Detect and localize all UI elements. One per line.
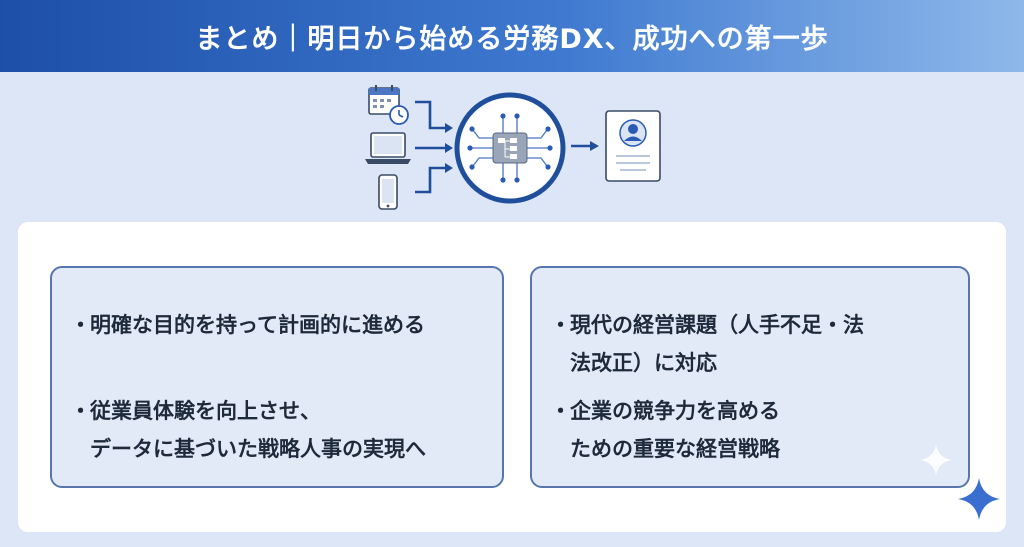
bullet-text-continued: ための重要な経営戦略 — [570, 437, 780, 461]
bullet-text: 現代の経営課題（人手不足・法 — [570, 313, 864, 337]
sparkle-icon — [920, 444, 952, 476]
bullet-dot: ・ — [70, 399, 91, 423]
bullet-text-continued: データに基づいた戦略人事の実現へ — [90, 437, 426, 461]
summary-panel: ・明確な目的を持って計画的に進める ・従業員体験を向上させ、 データに基づいた戦… — [18, 222, 1006, 532]
profile-card-icon — [605, 110, 661, 182]
bullet-text: 従業員体験を向上させ、 — [90, 399, 321, 423]
bullet-item: ・企業の競争力を高める ための重要な経営戦略 — [550, 392, 780, 468]
page-title: まとめ｜明日から始める労務DX、成功への第一歩 — [195, 23, 829, 55]
bullet-item: ・現代の経営課題（人手不足・法 法改正）に対応 — [550, 306, 864, 382]
workflow-hub-icon — [454, 92, 566, 204]
arrow-heads — [445, 123, 453, 173]
output-arrow — [571, 141, 599, 151]
bullet-item: ・明確な目的を持って計画的に進める — [70, 306, 425, 344]
bullet-dot: ・ — [550, 313, 571, 337]
bullet-text: 企業の競争力を高める — [570, 399, 780, 423]
process-diagram — [365, 85, 661, 210]
input-arrows — [415, 100, 447, 194]
calendar-icon — [368, 85, 409, 125]
laptop-icon — [365, 132, 411, 164]
smartphone-icon — [378, 174, 398, 210]
summary-card-left: ・明確な目的を持って計画的に進める ・従業員体験を向上させ、 データに基づいた戦… — [50, 266, 504, 488]
bullet-dot: ・ — [70, 313, 91, 337]
bullet-text-continued: 法改正）に対応 — [570, 351, 717, 375]
bullet-item: ・従業員体験を向上させ、 データに基づいた戦略人事の実現へ — [70, 392, 426, 468]
sparkle-icon — [958, 478, 1000, 520]
bullet-text: 明確な目的を持って計画的に進める — [90, 313, 425, 337]
bullet-dot: ・ — [550, 399, 571, 423]
header-banner: まとめ｜明日から始める労務DX、成功への第一歩 — [0, 0, 1024, 72]
summary-card-right: ・現代の経営課題（人手不足・法 法改正）に対応 ・企業の競争力を高める ための重… — [530, 266, 970, 488]
